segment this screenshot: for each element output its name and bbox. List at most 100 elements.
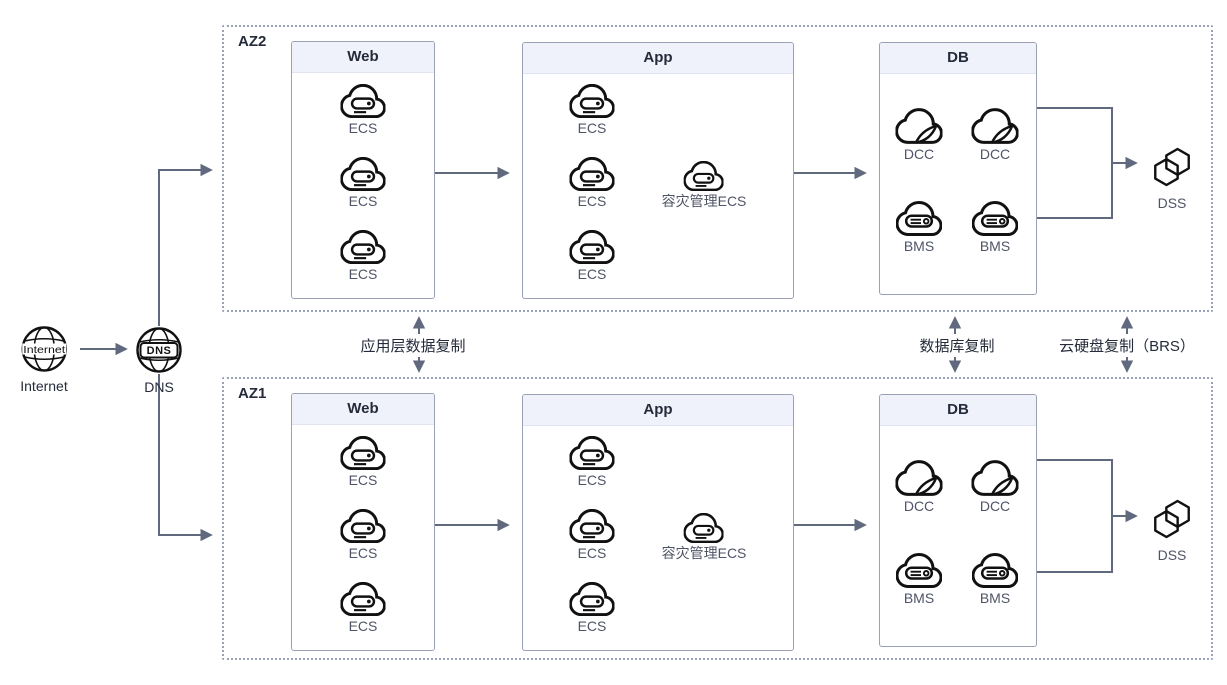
dns-icon-text: DNS	[147, 345, 172, 357]
az2-app-tier: App	[522, 42, 794, 299]
node-label: 容灾管理ECS	[661, 193, 747, 209]
az2-web-tier: Web	[291, 41, 435, 299]
ecs-icon	[570, 157, 615, 191]
node-label: DCC	[979, 498, 1011, 514]
node-label: ECS	[577, 472, 607, 488]
az1-web-ecs-1: ECS	[341, 436, 386, 488]
az2-app-ecs-1: ECS	[570, 84, 615, 136]
dcc-icon	[972, 108, 1019, 144]
dns-node: DNS DNS	[136, 327, 182, 395]
az1-db-dcc-1: DCC	[896, 460, 943, 514]
node-label: DSS	[1157, 195, 1187, 211]
internet-icon-text: Internet	[23, 345, 65, 356]
az1-app-ecs-3: ECS	[570, 582, 615, 634]
az1-db-title: DB	[880, 395, 1036, 426]
ecs-icon	[341, 582, 386, 616]
node-label: BMS	[903, 238, 935, 254]
dcc-icon	[972, 460, 1019, 496]
node-label: DCC	[979, 146, 1011, 162]
az2-web-ecs-3: ECS	[341, 230, 386, 282]
ecs-icon	[684, 513, 724, 543]
ecs-icon	[341, 509, 386, 543]
bms-icon	[972, 201, 1018, 236]
az2-web-ecs-2: ECS	[341, 157, 386, 209]
disk-replication-label: 云硬盘复制（BRS）	[1054, 334, 1200, 357]
node-label: ECS	[348, 193, 378, 209]
az1-app-ecs-2: ECS	[570, 509, 615, 561]
az2-db-tier: DB	[879, 42, 1037, 295]
az2-db-bms-2: BMS	[972, 201, 1018, 254]
node-label: 容灾管理ECS	[661, 545, 747, 561]
az1-db-bms-1: BMS	[896, 553, 942, 606]
node-label: ECS	[348, 545, 378, 561]
ecs-icon	[570, 509, 615, 543]
node-label: BMS	[979, 590, 1011, 606]
node-label: ECS	[348, 266, 378, 282]
bms-icon	[896, 553, 942, 588]
az2-web-ecs-1: ECS	[341, 84, 386, 136]
bms-icon	[972, 553, 1018, 588]
az1-db-bms-2: BMS	[972, 553, 1018, 606]
dns-globe-icon: DNS	[136, 327, 182, 373]
zone-az1: AZ1 Web App DB ECS ECS ECS ECS	[222, 377, 1213, 660]
node-label: ECS	[577, 618, 607, 634]
node-label: BMS	[903, 590, 935, 606]
node-label: DCC	[903, 498, 935, 514]
node-label: ECS	[348, 618, 378, 634]
ecs-icon	[341, 157, 386, 191]
az2-app-title: App	[523, 43, 793, 74]
ecs-icon	[341, 84, 386, 118]
app-replication-label: 应用层数据复制	[355, 334, 471, 357]
az1-db-dcc-2: DCC	[972, 460, 1019, 514]
db-replication-label: 数据库复制	[914, 334, 1000, 357]
az2-web-title: Web	[292, 42, 434, 73]
ecs-icon	[570, 436, 615, 470]
az1-web-ecs-3: ECS	[341, 582, 386, 634]
node-label: BMS	[979, 238, 1011, 254]
az2-app-dr-ecs: 容灾管理ECS	[661, 161, 747, 209]
az1-web-title: Web	[292, 394, 434, 425]
az2-db-title: DB	[880, 43, 1036, 74]
node-label: ECS	[577, 193, 607, 209]
ecs-icon	[341, 230, 386, 264]
az2-app-ecs-3: ECS	[570, 230, 615, 282]
az1-label: AZ1	[238, 385, 267, 402]
dns-az2-arrow	[158, 163, 213, 326]
az1-web-tier: Web	[291, 393, 435, 651]
dss-icon	[1148, 493, 1196, 545]
az1-app-dr-ecs: 容灾管理ECS	[661, 513, 747, 561]
node-label: ECS	[577, 266, 607, 282]
ecs-icon	[684, 161, 724, 191]
az2-db-dcc-2: DCC	[972, 108, 1019, 162]
ecs-icon	[570, 84, 615, 118]
dss-icon	[1148, 141, 1196, 193]
az2-db-dcc-1: DCC	[896, 108, 943, 162]
az1-app-title: App	[523, 395, 793, 426]
dcc-icon	[896, 108, 943, 144]
ecs-icon	[570, 230, 615, 264]
az1-web-ecs-2: ECS	[341, 509, 386, 561]
zone-az2: AZ2 Web App DB ECS ECS ECS ECS	[222, 25, 1213, 312]
dns-label: DNS	[144, 379, 174, 395]
node-label: ECS	[348, 472, 378, 488]
az2-app-ecs-2: ECS	[570, 157, 615, 209]
az2-label: AZ2	[238, 33, 267, 50]
node-label: ECS	[577, 120, 607, 136]
dns-az1-arrow	[158, 374, 213, 542]
internet-node: Internet Internet	[20, 326, 68, 394]
dcc-icon	[896, 460, 943, 496]
node-label: DSS	[1157, 547, 1187, 563]
ecs-icon	[570, 582, 615, 616]
bms-icon	[896, 201, 942, 236]
node-label: ECS	[348, 120, 378, 136]
az1-db-tier: DB	[879, 394, 1037, 647]
ecs-icon	[341, 436, 386, 470]
internet-globe-icon: Internet	[21, 326, 67, 372]
az1-dss: DSS	[1148, 493, 1196, 563]
az1-app-tier: App	[522, 394, 794, 651]
node-label: DCC	[903, 146, 935, 162]
az1-app-ecs-1: ECS	[570, 436, 615, 488]
az2-dss: DSS	[1148, 141, 1196, 211]
node-label: ECS	[577, 545, 607, 561]
